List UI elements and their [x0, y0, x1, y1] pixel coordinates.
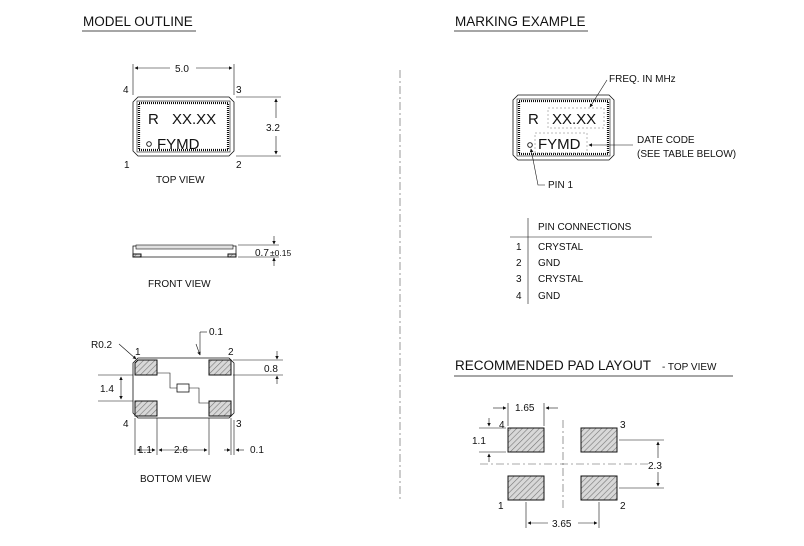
top-width-dim: 5.0 — [175, 64, 189, 75]
bottom-trace-element — [176, 383, 190, 393]
pin-table-pin: 4 — [516, 291, 522, 302]
pin-table-pin: 2 — [516, 258, 522, 269]
bottom-gap-arrow — [195, 343, 201, 356]
top-mark-code: XX.XX — [172, 111, 216, 128]
top-view-seal-ring — [137, 101, 230, 152]
marking-prefix: R — [528, 111, 539, 128]
top-height-dim: 3.2 — [266, 123, 280, 134]
layout-col-pitch-dim: 3.65 — [552, 519, 572, 530]
layout-pad-1 — [507, 475, 545, 501]
layout-pad-2 — [580, 475, 618, 501]
model-outline-title: MODEL OUTLINE — [83, 14, 193, 29]
marking-pin1-dot-icon — [527, 142, 533, 148]
top-mark-date: FYMD — [157, 136, 200, 153]
heading-model-outline: MODEL OUTLINE — [82, 14, 196, 32]
marking-date-box — [534, 132, 588, 154]
top-view-outline — [132, 96, 235, 157]
marking-inner-outline — [516, 98, 611, 157]
bottom-pin-label-1: 1 — [135, 347, 141, 358]
bottom-trace-1 — [157, 372, 177, 389]
pin1-leader — [529, 148, 545, 186]
layout-pad-width-dim: 1.65 — [515, 403, 535, 414]
pin-table-pin: 1 — [516, 242, 522, 253]
pin-table-row: 3 CRYSTAL — [516, 274, 584, 285]
top-view-caption: TOP VIEW — [156, 175, 205, 186]
bottom-gap-dim: 0.1 — [209, 327, 223, 338]
marking-seal-ring — [517, 99, 610, 156]
pin-table-function: GND — [538, 291, 560, 302]
bottom-pad-pitch-dim: 1.4 — [100, 384, 114, 395]
bottom-view: 1 2 4 3 R0.2 0.1 0.8 1.4 1.1 2.6 0. — [91, 327, 283, 485]
pin-table-function: CRYSTAL — [538, 242, 584, 253]
pad-layout-title: RECOMMENDED PAD LAYOUT — [455, 358, 651, 373]
bottom-pad-width-dim: 1.1 — [138, 445, 152, 456]
layout-pin-label-2: 2 — [620, 501, 626, 512]
freq-leader — [589, 79, 608, 108]
marking-code: XX.XX — [552, 111, 596, 128]
front-view-pad-left — [132, 253, 142, 258]
pad-layout: 4 3 1 2 1.65 1.1 2.3 3.65 — [472, 403, 664, 530]
top-pin-label-2: 2 — [236, 160, 242, 171]
bottom-radius-leader — [118, 343, 137, 360]
top-mark-prefix: R — [148, 111, 159, 128]
marking-freq-box — [547, 107, 605, 129]
bottom-radius-dim: R0.2 — [91, 340, 113, 351]
layout-row-pitch-dim: 2.3 — [648, 461, 662, 472]
pin-table-pin: 3 — [516, 274, 522, 285]
pin-table-row: 4 GND — [516, 291, 560, 302]
bottom-pad-height-dim: 0.8 — [264, 364, 278, 375]
bottom-pad-4 — [134, 400, 158, 417]
front-thickness-tol: ±0.15 — [270, 248, 291, 258]
bottom-pad-3 — [208, 400, 232, 417]
bottom-pin-label-4: 4 — [123, 419, 129, 430]
bottom-pad-gap-dim: 2.6 — [174, 445, 188, 456]
marking-outline — [512, 94, 615, 161]
date-callout-1: DATE CODE — [637, 135, 695, 146]
front-thickness-dim: 0.7 — [255, 248, 269, 259]
bottom-pin-label-2: 2 — [228, 347, 234, 358]
top-view-inner-outline — [136, 100, 231, 153]
front-view: 0.7 ±0.15 FRONT VIEW — [132, 236, 291, 290]
top-pin1-dot-icon — [146, 141, 152, 147]
pin1-callout: PIN 1 — [548, 180, 573, 191]
top-pin-label-4: 4 — [123, 85, 129, 96]
bottom-pin-label-3: 3 — [236, 419, 242, 430]
heading-marking-example: MARKING EXAMPLE — [454, 14, 588, 32]
layout-pin-label-3: 3 — [620, 420, 626, 431]
bottom-pad-2 — [208, 359, 232, 376]
top-pin-label-3: 3 — [236, 85, 242, 96]
top-pin-label-1: 1 — [124, 160, 130, 171]
pin-table-row: 1 CRYSTAL — [516, 242, 584, 253]
front-view-lid — [135, 244, 234, 250]
bottom-pad-1 — [134, 359, 158, 376]
layout-pin-label-1: 1 — [498, 501, 504, 512]
date-callout-2: (SEE TABLE BELOW) — [637, 149, 736, 160]
pin-table-row: 2 GND — [516, 258, 560, 269]
front-view-pad-right — [227, 253, 237, 258]
heading-pad-layout: RECOMMENDED PAD LAYOUT - TOP VIEW — [454, 358, 733, 377]
pin-table-header: PIN CONNECTIONS — [538, 222, 632, 233]
layout-pad-4 — [507, 427, 545, 453]
layout-pin-label-4: 4 — [499, 420, 505, 431]
top-view: R XX.XX FYMD 4 3 1 2 5.0 3.2 TOP VIEW — [123, 64, 281, 186]
pin-table-function: GND — [538, 258, 560, 269]
pin-connections-table: PIN CONNECTIONS 1 CRYSTAL 2 GND 3 CRYSTA… — [510, 218, 652, 304]
front-view-caption: FRONT VIEW — [148, 279, 211, 290]
bottom-trace-2 — [189, 387, 209, 404]
pad-layout-suffix: - TOP VIEW — [662, 362, 717, 373]
freq-callout: FREQ. IN MHz — [609, 74, 676, 85]
layout-pad-height-dim: 1.1 — [472, 436, 486, 447]
marking-example-title: MARKING EXAMPLE — [455, 14, 586, 29]
bottom-view-caption: BOTTOM VIEW — [140, 474, 211, 485]
marking-example: R XX.XX FYMD FREQ. IN MHz DATE CODE (SEE… — [512, 74, 736, 191]
pin-table-function: CRYSTAL — [538, 274, 584, 285]
bottom-edge-dim: 0.1 — [250, 445, 264, 456]
layout-pad-3 — [580, 427, 618, 453]
marking-date: FYMD — [538, 136, 581, 153]
